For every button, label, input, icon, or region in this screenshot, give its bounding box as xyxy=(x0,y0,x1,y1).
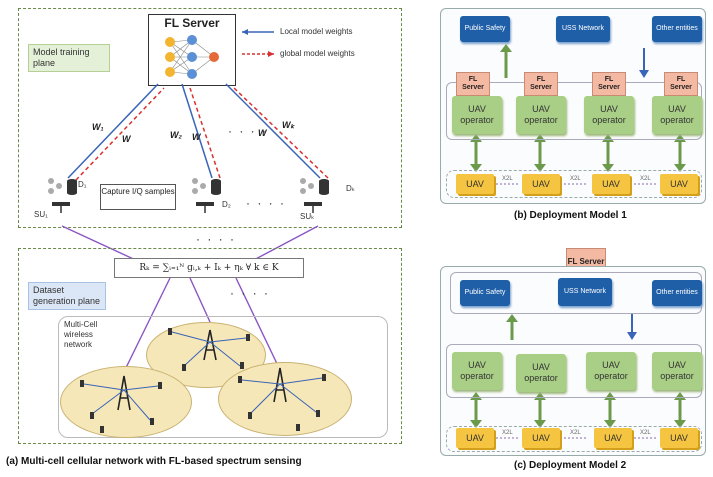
neural-network-icon xyxy=(165,35,219,79)
b-uav-1: UAV xyxy=(456,174,494,194)
received-signal-formula: Rₖ = ∑ᵢ₌₁ᴺ gᵢ,ₖ + Iₖ + ηₖ ∀ k ∈ K xyxy=(114,258,304,278)
c-uss-network: USS Network xyxy=(558,278,612,306)
su-label-1: SU₁ xyxy=(34,210,48,219)
b-fl-tag-4: FL Server xyxy=(664,72,698,96)
c-uav-lane xyxy=(446,426,702,452)
b-fl-tag-2: FL Server xyxy=(524,72,558,96)
b-operator-2: UAV operator xyxy=(516,96,566,134)
b-public-safety: Public Safety xyxy=(460,16,510,42)
c-uav-3: UAV xyxy=(594,428,632,448)
training-plane-label: Model training plane xyxy=(28,44,110,72)
c-uav-2: UAV xyxy=(522,428,560,448)
fl-server-box: FL Server xyxy=(148,14,236,86)
b-uss-network: USS Network xyxy=(556,16,610,42)
nn-node-icon xyxy=(300,178,314,194)
weight-label-2: W xyxy=(122,134,131,144)
dataset-label-2: D₂ xyxy=(222,200,231,209)
c-operator-4: UAV operator xyxy=(652,352,702,390)
c-operator-2: UAV operator xyxy=(516,354,566,392)
weight-label-4: W xyxy=(192,132,201,142)
capture-iq-box: Capture I/Q samples xyxy=(100,184,176,210)
ellipsis-mid: · · · · xyxy=(196,232,236,246)
dataset-generation-plane xyxy=(18,248,402,444)
antenna-icon xyxy=(52,202,70,213)
weight-label-3: W₂ xyxy=(170,130,182,140)
ellipsis-top: · · · · xyxy=(228,124,268,138)
c-link-1: X2L xyxy=(502,430,513,436)
b-uav-3: UAV xyxy=(592,174,630,194)
antenna-icon xyxy=(304,202,322,213)
c-link-2: X2L xyxy=(570,430,581,436)
dataset-label-k: Dₖ xyxy=(346,184,356,193)
c-other-entities: Other entities xyxy=(652,280,702,306)
b-fl-tag-3: FL Server xyxy=(592,72,626,96)
b-uav-4: UAV xyxy=(660,174,698,194)
c-operator-1: UAV operator xyxy=(452,352,502,390)
b-operator-1: UAV operator xyxy=(452,96,502,134)
b-operator-3: UAV operator xyxy=(584,96,634,134)
multicell-network-frame xyxy=(58,316,388,438)
weight-label-5: W xyxy=(258,128,267,138)
legend-local-weights: Local model weights xyxy=(280,27,353,36)
legend-global-weights: global model weights xyxy=(280,49,355,58)
weight-label-1: W₁ xyxy=(92,122,104,132)
c-operator-3: UAV operator xyxy=(586,352,636,390)
b-uav-lane xyxy=(446,170,702,198)
b-link-2: X2L xyxy=(570,176,581,182)
multicell-label: Multi-Cell wireless network xyxy=(64,320,98,349)
caption-a: (a) Multi-cell cellular network with FL-… xyxy=(6,456,302,467)
su-node-2 xyxy=(188,176,234,216)
dataset-plane-label: Dataset generation plane xyxy=(28,282,106,310)
antenna-icon xyxy=(196,202,214,213)
c-uav-4: UAV xyxy=(660,428,698,448)
dataset-label-1: D₁ xyxy=(78,180,87,189)
nn-node-icon xyxy=(192,178,206,194)
ellipsis-su: · · · · xyxy=(246,196,286,210)
b-link-3: X2L xyxy=(640,176,651,182)
su-node-k xyxy=(296,176,342,216)
fl-server-title: FL Server xyxy=(164,16,220,30)
b-link-1: X2L xyxy=(502,176,513,182)
b-other-entities: Other entities xyxy=(652,16,702,42)
b-fl-tag-1: FL Server xyxy=(456,72,490,96)
database-icon xyxy=(319,179,329,195)
su-node-1 xyxy=(44,176,90,216)
b-uav-2: UAV xyxy=(522,174,560,194)
weight-label-6: Wₖ xyxy=(282,120,295,130)
b-operator-4: UAV operator xyxy=(652,96,702,134)
caption-b: (b) Deployment Model 1 xyxy=(514,210,627,221)
su-label-k: SUₖ xyxy=(300,212,315,221)
model-training-plane xyxy=(18,8,402,228)
cell-left xyxy=(60,366,192,438)
c-link-3: X2L xyxy=(640,430,651,436)
caption-c: (c) Deployment Model 2 xyxy=(514,460,627,471)
database-icon xyxy=(211,179,221,195)
c-uav-1: UAV xyxy=(456,428,494,448)
c-public-safety: Public Safety xyxy=(460,280,510,306)
database-icon xyxy=(67,179,77,195)
nn-node-icon xyxy=(48,178,62,194)
legend-lines xyxy=(242,29,274,57)
ellipsis-cells: · · · · xyxy=(230,286,270,300)
